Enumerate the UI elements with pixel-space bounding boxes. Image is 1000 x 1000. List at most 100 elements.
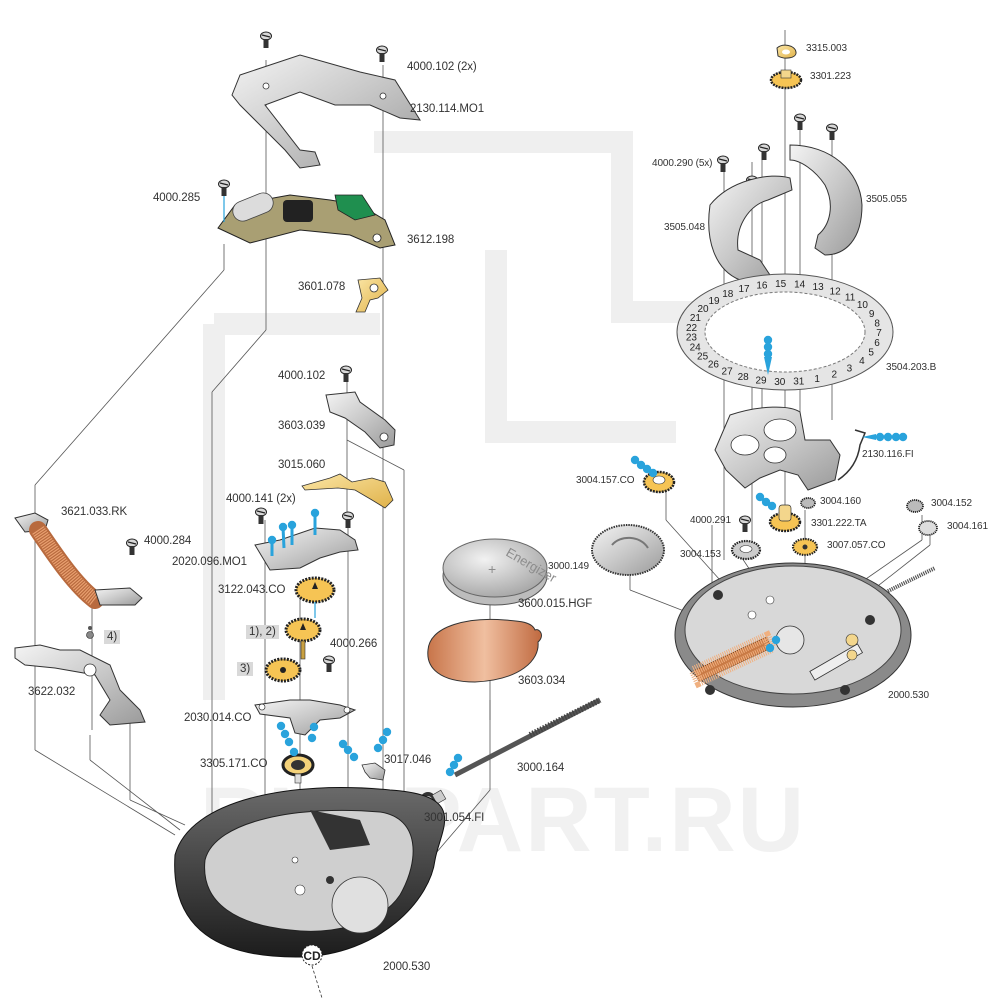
screw-4000-290-a: [716, 155, 730, 173]
label-3301-223: 3301.223: [810, 71, 851, 82]
wheel-3122-043-co: [294, 576, 336, 604]
label-3504-203-b: 3504.203.B: [886, 362, 937, 373]
label-3305-171-co: 3305.171.CO: [200, 758, 268, 770]
wheel-1-2: [284, 617, 322, 660]
label-4000-291: 4000.291: [690, 515, 731, 526]
part-3004-153: [730, 539, 762, 561]
main-plate-right-2000-530: [674, 562, 936, 708]
label-3601-078: 3601.078: [298, 281, 346, 293]
label-3622-032: 3622.032: [28, 686, 76, 698]
date-number: 5: [868, 348, 874, 359]
oil-markers-3004-157: [630, 455, 658, 478]
date-number: 3: [847, 364, 853, 375]
date-number: 28: [738, 372, 750, 383]
part-3622-032: [14, 644, 146, 726]
date-number: 22: [686, 323, 698, 334]
note-3: 3): [237, 662, 254, 676]
label-2130-116-fi: 2130.116.FI: [862, 449, 914, 460]
screw-4000-285: [217, 179, 231, 197]
date-number: 10: [857, 300, 869, 311]
label-3000-149: 3000.149: [548, 561, 589, 572]
label-3600-015-hgf: 3600.015.HGF: [518, 598, 593, 610]
date-number: 16: [756, 281, 768, 292]
part-3301-223: [769, 69, 803, 90]
label-3603-034: 3603.034: [518, 675, 566, 687]
svg-text:+: +: [488, 561, 496, 577]
screw-4000-290-b: [757, 143, 771, 161]
logo-stroke-left: [203, 313, 380, 700]
part-3015-060: [301, 473, 394, 509]
label-3004-157-co: 3004.157.CO: [576, 475, 635, 486]
date-number: 14: [794, 280, 806, 291]
label-2030-014-co: 2030.014.CO: [184, 712, 252, 724]
part-3004-161: [918, 520, 938, 536]
wheel-3: [264, 657, 302, 683]
part-3000-164-stem: [453, 697, 602, 778]
label-4000-102: 4000.102: [278, 370, 326, 382]
part-3603-039: [325, 391, 396, 449]
label-4000-284: 4000.284: [144, 535, 192, 547]
date-number: 11: [845, 293, 856, 304]
label-2130-114-mo1: 2130.114.MO1: [410, 103, 485, 115]
date-number: 8: [874, 318, 880, 329]
label-3017-046: 3017.046: [384, 754, 432, 766]
label-3000-164: 3000.164: [517, 762, 565, 774]
date-number: 2: [832, 370, 838, 381]
part-3004-152: [906, 499, 924, 513]
label-3301-222-ta: 3301.222.TA: [811, 518, 867, 529]
part-3621-033-rk: [14, 512, 143, 609]
label-4000-266: 4000.266: [330, 638, 378, 650]
date-number: 29: [755, 375, 767, 386]
oil-markers-date: [763, 335, 773, 375]
date-number: 17: [738, 284, 750, 295]
date-number: 30: [774, 377, 786, 388]
date-number: 15: [775, 279, 787, 290]
label-4000-290-5x: 4000.290 (5x): [652, 158, 713, 169]
oil-markers-2130-116: [862, 432, 908, 442]
label-4000-285: 4000.285: [153, 192, 201, 204]
label-2000-530-left: 2000.530: [383, 961, 431, 973]
date-number: 27: [722, 367, 734, 378]
part-3315-003: [776, 44, 797, 59]
screw-4000-266: [322, 655, 336, 673]
date-number: 7: [876, 328, 882, 339]
date-number: 1: [814, 374, 820, 385]
part-2020-096-mo1: [254, 527, 359, 571]
part-3301-222-ta: [768, 504, 802, 533]
screw-4000-290-d: [793, 113, 807, 131]
battery-3600-015-hgf: Energizer +: [442, 538, 560, 606]
part-note-4-jewel: [86, 626, 94, 639]
date-number: 19: [708, 296, 720, 307]
date-number: 4: [859, 356, 865, 367]
part-3305-171-co: [281, 753, 315, 784]
note-1-2: 1), 2): [246, 625, 279, 639]
date-number: 12: [830, 287, 842, 298]
label-2000-530-right: 2000.530: [888, 690, 929, 701]
label-3004-153: 3004.153: [680, 549, 721, 560]
part-3004-160: [800, 497, 816, 509]
screw-4000-290-e: [825, 123, 839, 141]
date-number: 18: [722, 289, 734, 300]
date-number: 26: [708, 360, 720, 371]
assembly-lines-left: [34, 60, 491, 870]
screw-4000-102-a: [259, 31, 273, 49]
label-3315-003: 3315.003: [806, 43, 847, 54]
cd-marker: CD: [303, 949, 321, 963]
date-number: 13: [813, 282, 825, 293]
label-3007-057-co: 3007.057.CO: [827, 540, 886, 551]
part-2030-014-co: [254, 699, 357, 736]
label-3004-160: 3004.160: [820, 496, 861, 507]
date-number: 6: [874, 338, 880, 349]
label-4000-102-2x: 4000.102 (2x): [407, 61, 477, 73]
part-3000-149: [591, 524, 665, 576]
date-number: 9: [869, 309, 875, 320]
label-3612-198: 3612.198: [407, 234, 455, 246]
part-2130-114-mo1: [231, 54, 421, 169]
part-3004-157-co: [642, 470, 676, 494]
label-3603-039: 3603.039: [278, 420, 326, 432]
date-number: 23: [686, 333, 698, 344]
